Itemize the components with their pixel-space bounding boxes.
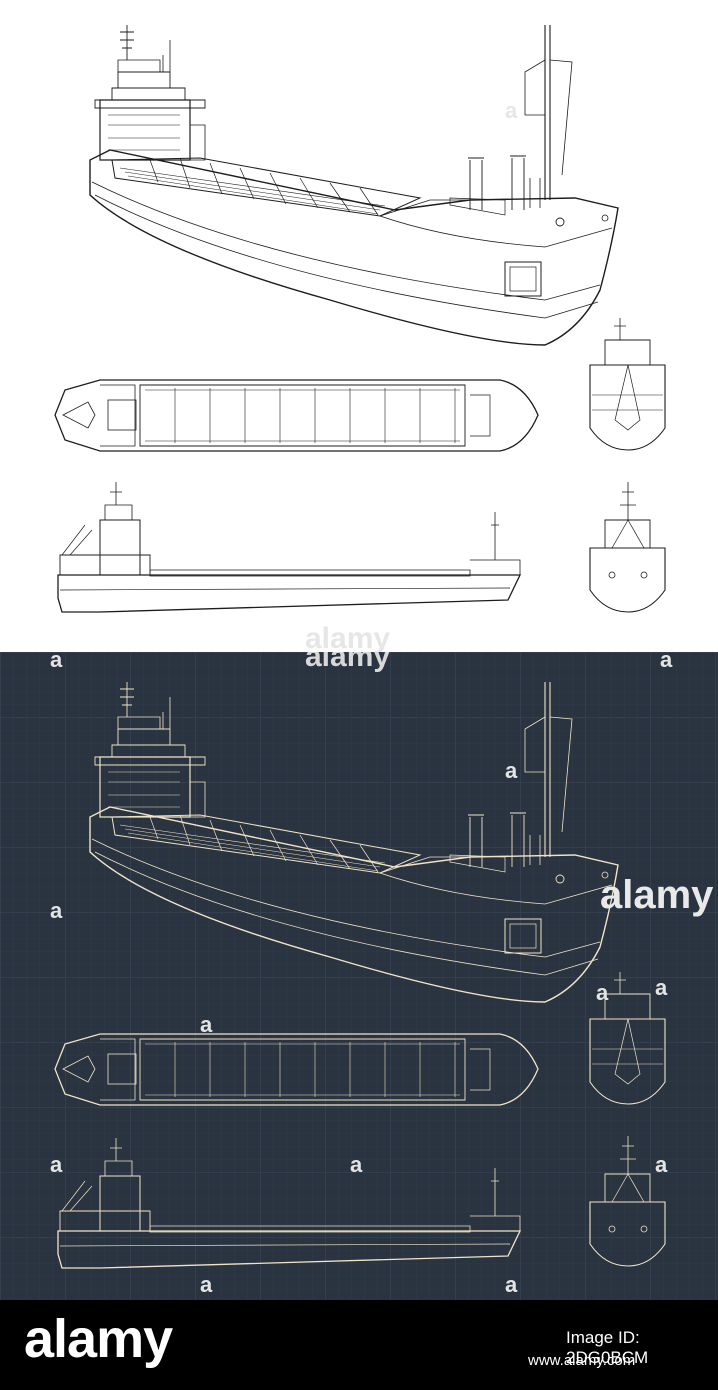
footer-alamy-logo: alamy — [24, 1309, 173, 1369]
alamy-logo-mark-icon: a — [50, 898, 63, 923]
alamy-watermark: alamy — [305, 652, 390, 673]
ship-perspective-view — [89, 24, 619, 346]
alamy-watermark: alamy — [305, 622, 390, 652]
ship-drawings-light — [54, 24, 666, 613]
alamy-logo-mark-icon: a — [655, 1152, 668, 1177]
alamy-logo-mark-icon: a — [200, 1272, 213, 1297]
ship-side-view — [57, 481, 521, 613]
alamy-logo-mark-icon: a — [505, 758, 518, 783]
alamy-logo-mark-icon: a — [505, 98, 518, 123]
ship-bow-view — [589, 481, 666, 613]
light-drawing-panel: alamy a — [0, 0, 718, 652]
light-drawings: alamy a — [54, 24, 666, 652]
ship-plan-view — [54, 379, 539, 452]
alamy-logo-mark-icon: a — [596, 980, 609, 1005]
alamy-logo-mark-icon: a — [505, 1272, 518, 1297]
alamy-logo-mark-icon: a — [50, 1152, 63, 1177]
blueprint-grid — [0, 652, 718, 1300]
alamy-logo-mark-icon: a — [350, 1152, 363, 1177]
alamy-logo-mark-icon: a — [655, 975, 668, 1000]
alamy-watermark: alamy — [600, 873, 714, 917]
footer-url: www.alamy.com — [528, 1352, 636, 1369]
image-id-label: Image ID: 2DG0BCM — [566, 1328, 649, 1367]
alamy-logo-mark-icon: a — [50, 652, 63, 672]
alamy-logo-mark-icon: a — [660, 652, 673, 672]
alamy-logo-mark-icon: a — [200, 1012, 213, 1037]
blueprint-drawing-panel: alamy alamy a a a a a a a a a a a a — [0, 652, 718, 1300]
blueprint-drawings: alamy alamy a a a a a a a a a a a a — [0, 652, 718, 1300]
stock-footer: alamy Image ID: 2DG0BCM www.alamy.com — [0, 1300, 718, 1390]
ship-stern-view — [589, 317, 666, 451]
